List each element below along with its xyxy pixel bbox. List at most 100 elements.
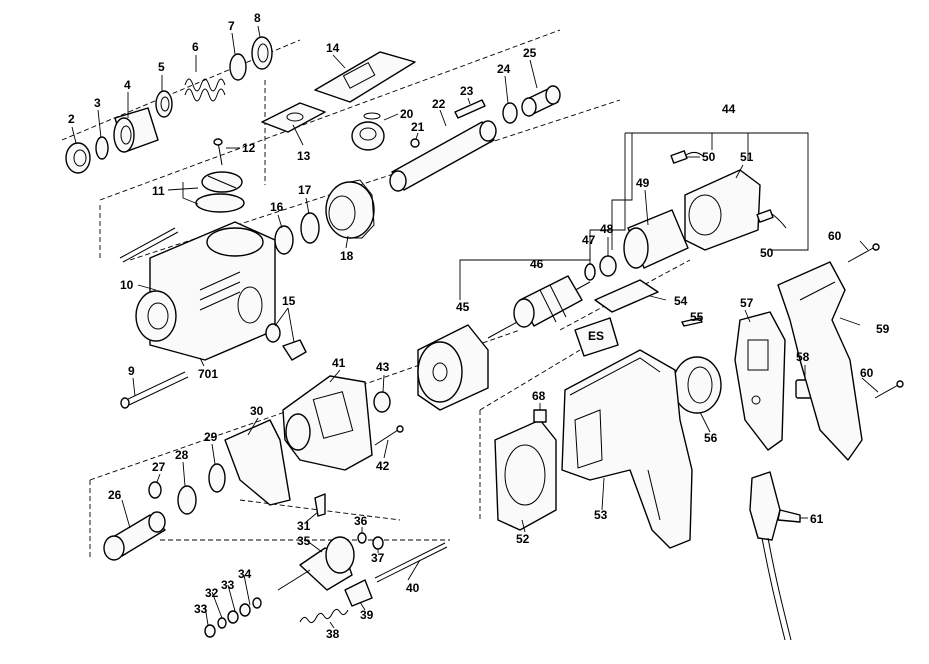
rod-part-40: [374, 542, 448, 583]
bearing-part-48: [599, 255, 617, 277]
callout-55: 55: [690, 310, 704, 324]
callout-10: 10: [120, 278, 134, 292]
cover-part-54: [594, 279, 659, 313]
washer-part-47: [584, 263, 596, 281]
ring-part-8: [251, 36, 273, 70]
callout-4: 4: [124, 78, 131, 92]
callout-54: 54: [674, 294, 688, 308]
callout-39: 39: [360, 608, 374, 622]
washer-part-36: [357, 532, 367, 544]
callout-41: 41: [332, 356, 346, 370]
callout-13: 13: [297, 149, 311, 163]
spindle-part-22: [389, 120, 497, 192]
switch-part-57: [734, 311, 786, 451]
callout-45: 45: [456, 300, 470, 314]
callout-40: 40: [406, 581, 420, 595]
sleeve-part-4: [113, 107, 159, 153]
selector-part-11: [195, 171, 245, 213]
callout-61: 61: [810, 512, 824, 526]
callout-44: 44: [722, 102, 736, 116]
ring-part-56: [672, 356, 722, 414]
callout-24: 24: [497, 62, 511, 76]
callout-25: 25: [523, 46, 537, 60]
callout-57: 57: [740, 296, 754, 310]
callout-17: 17: [298, 183, 312, 197]
bracket-group-44: [459, 132, 809, 300]
cover-plate-part-52: [494, 419, 557, 531]
callout-34: 34: [238, 567, 252, 581]
callout-33-bottom: 33: [194, 602, 208, 616]
gear-part-20: [351, 112, 385, 151]
callout-3: 3: [94, 96, 101, 110]
callout-53: 53: [594, 508, 608, 522]
handle-part-59: [777, 261, 863, 461]
clip-part-27: [148, 481, 162, 499]
lever-part-39: [344, 579, 373, 607]
callout-20: 20: [400, 107, 414, 121]
fan-part-45: [417, 324, 489, 411]
callout-22: 22: [432, 97, 446, 111]
screw-part-9: [120, 371, 189, 409]
callout-9: 9: [128, 364, 135, 378]
cover-part-13: [261, 102, 326, 133]
callout-60-top: 60: [828, 229, 842, 243]
washer-part-17: [300, 212, 320, 244]
callout-701: 701: [198, 367, 218, 381]
callout-8: 8: [254, 11, 261, 25]
callout-50-bottom: 50: [760, 246, 774, 260]
key-part-23: [454, 99, 486, 119]
ring-part-15-a: [265, 323, 281, 343]
callout-51: 51: [740, 150, 754, 164]
callout-7: 7: [228, 19, 235, 33]
washer-part-37: [372, 536, 384, 550]
callout-49: 49: [636, 176, 650, 190]
callout-59: 59: [876, 322, 890, 336]
callout-60-bottom: 60: [860, 366, 874, 380]
callout-11: 11: [152, 184, 165, 198]
ring-part-29: [208, 463, 226, 493]
callout-14: 14: [326, 41, 340, 55]
callout-37: 37: [371, 551, 385, 565]
callout-5: 5: [158, 60, 165, 74]
callout-47: 47: [582, 233, 596, 247]
gear-part-18: [325, 179, 375, 239]
callout-26: 26: [108, 488, 122, 502]
washer-part-5: [155, 90, 173, 118]
brush-holder-part-51: [684, 169, 761, 251]
oring-part-43: [373, 391, 391, 413]
motor-housing-part-53: [561, 349, 693, 549]
callout-56: 56: [704, 431, 718, 445]
stator-part-49: [623, 209, 689, 269]
spring-part-38: [299, 608, 349, 624]
callout-31: 31: [297, 519, 311, 533]
callout-numbers: 2 3 4 5 6 7 8 14 20 21 22 23 24 25 12 11…: [68, 11, 890, 641]
callout-29: 29: [204, 430, 218, 444]
callout-50-top: 50: [702, 150, 716, 164]
knob-part-15-b: [282, 339, 307, 361]
callout-48: 48: [600, 222, 614, 236]
callout-42: 42: [376, 459, 390, 473]
callout-6: 6: [192, 40, 199, 54]
callout-16: 16: [270, 200, 284, 214]
callout-33-top: 33: [221, 578, 235, 592]
oring-part-16: [274, 225, 294, 255]
svg-text:ES: ES: [588, 329, 604, 343]
callout-52: 52: [516, 532, 530, 546]
callout-30: 30: [250, 404, 264, 418]
screw-part-12: [213, 138, 223, 166]
callout-43: 43: [376, 360, 390, 374]
callout-27: 27: [152, 460, 166, 474]
cord-part-61: [749, 471, 801, 641]
callout-32: 32: [205, 586, 219, 600]
ball-part-21: [410, 138, 420, 148]
gear-case-part-41: [282, 375, 373, 471]
brush-part-50-a: [670, 150, 705, 164]
callout-18: 18: [340, 249, 354, 263]
callout-21: 21: [411, 120, 425, 134]
ring-part-3: [95, 136, 109, 160]
armature-part-46: [487, 275, 591, 339]
pin-part-31: [314, 493, 326, 517]
screw-part-10-long: [119, 227, 179, 263]
ring-part-28: [177, 485, 197, 515]
